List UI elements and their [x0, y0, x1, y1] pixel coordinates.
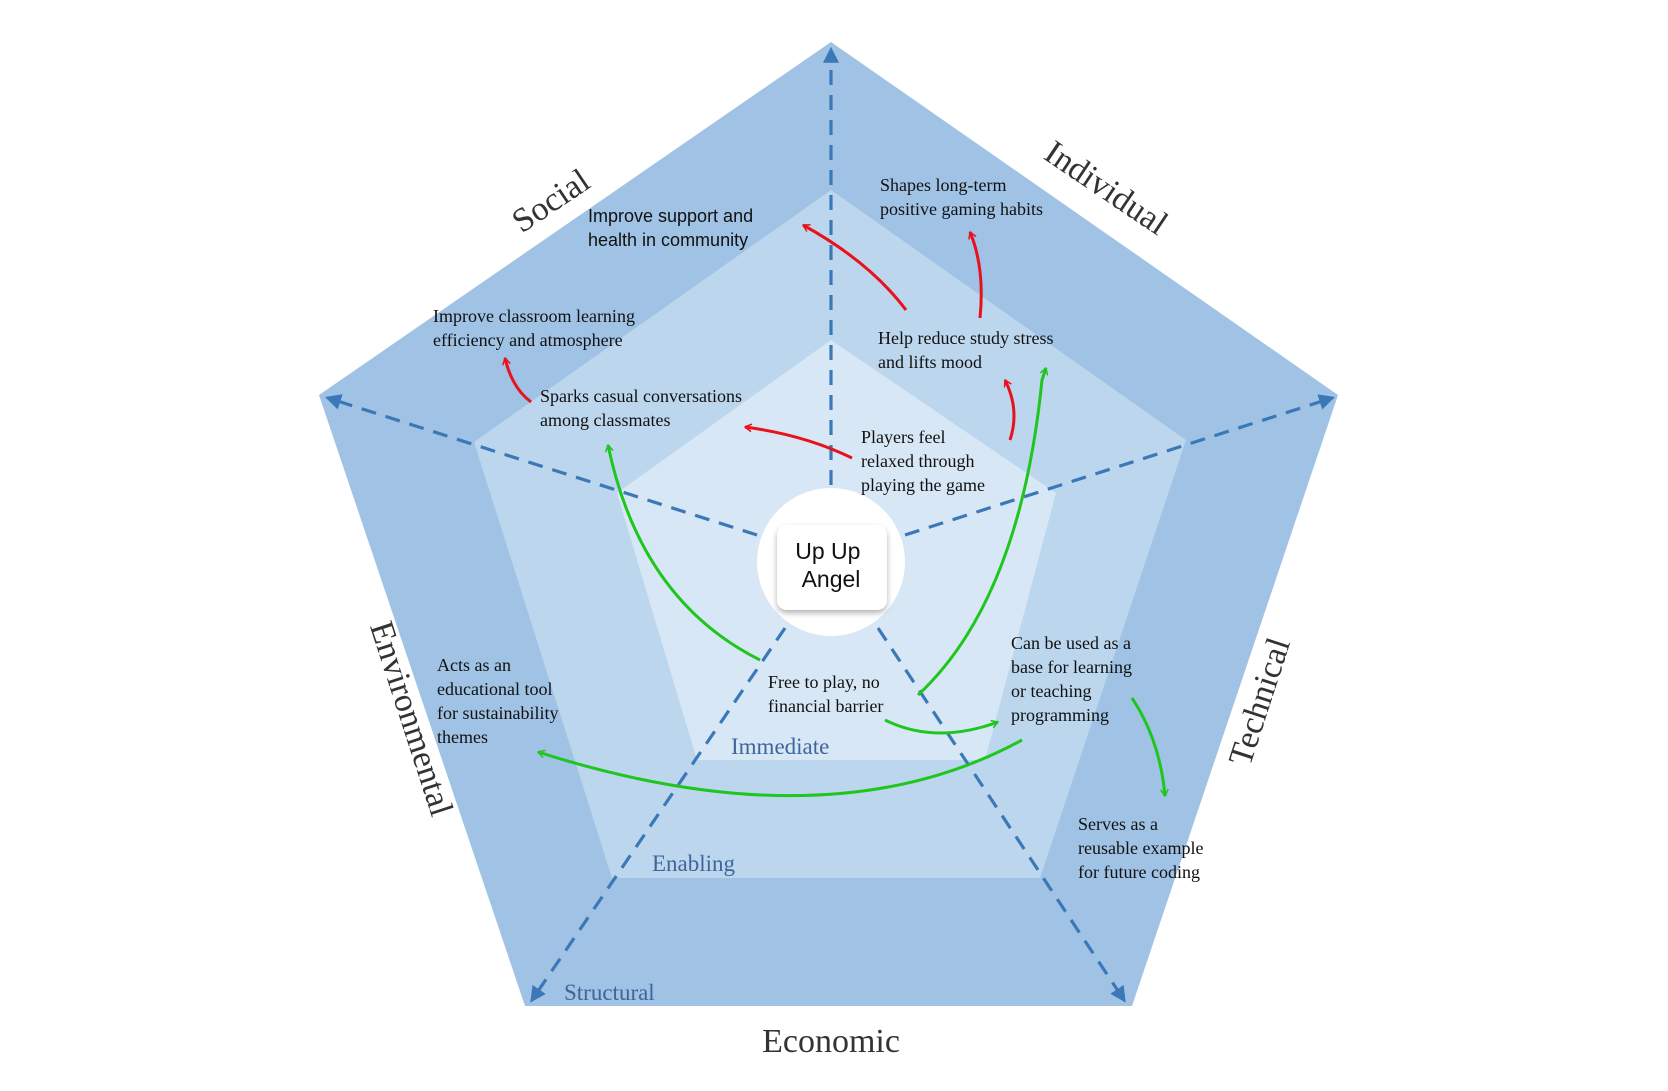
- axes: [324, 46, 1336, 1003]
- green-arrow-free-to-stress: [916, 367, 1049, 697]
- green-arrow-learning-base-to-reusable: [1130, 697, 1169, 797]
- red-arrow-conversations-to-classroom: [502, 357, 532, 404]
- node-stress: Help reduce study stress and lifts mood: [878, 328, 1058, 372]
- green-arrow-free-to-conversations: [605, 444, 761, 662]
- center-app-tile: [777, 525, 887, 610]
- node-reusable: Serves as a reusable example for future …: [1078, 814, 1208, 882]
- node-relaxed: Players feel relaxed through playing the…: [861, 427, 985, 495]
- label-economic: Economic: [762, 1023, 900, 1060]
- node-community: Improve support and health in community: [588, 206, 758, 250]
- red-arrow-stress-to-community: [802, 223, 908, 311]
- red-arrow-stress-to-habits: [968, 231, 983, 319]
- green-arrows: [537, 367, 1169, 798]
- node-habits: Shapes long-term positive gaming habits: [880, 175, 1043, 219]
- node-conversations: Sparks casual conversations among classm…: [540, 386, 746, 430]
- level-enabling: Enabling: [652, 851, 736, 876]
- level-structural: Structural: [564, 980, 655, 1005]
- red-arrow-relaxed-to-conversations: [744, 423, 853, 460]
- node-edu-tool: Acts as an educational tool for sustaina…: [437, 655, 563, 747]
- node-learning-base: Can be used as a base for learning or te…: [1011, 633, 1136, 725]
- green-arrow-free-to-learning-base: [884, 718, 999, 735]
- node-classroom: Improve classroom learning efficiency an…: [433, 306, 639, 350]
- red-arrow-relaxed-to-stress: [1003, 379, 1016, 441]
- level-immediate: Immediate: [731, 734, 829, 759]
- axis-social: [324, 394, 758, 537]
- red-arrows: [502, 223, 1016, 460]
- center-label: Up Up Angel: [795, 538, 867, 592]
- node-free: Free to play, no financial barrier: [768, 672, 884, 716]
- green-arrow-learning-base-to-edu-tool: [537, 738, 1023, 798]
